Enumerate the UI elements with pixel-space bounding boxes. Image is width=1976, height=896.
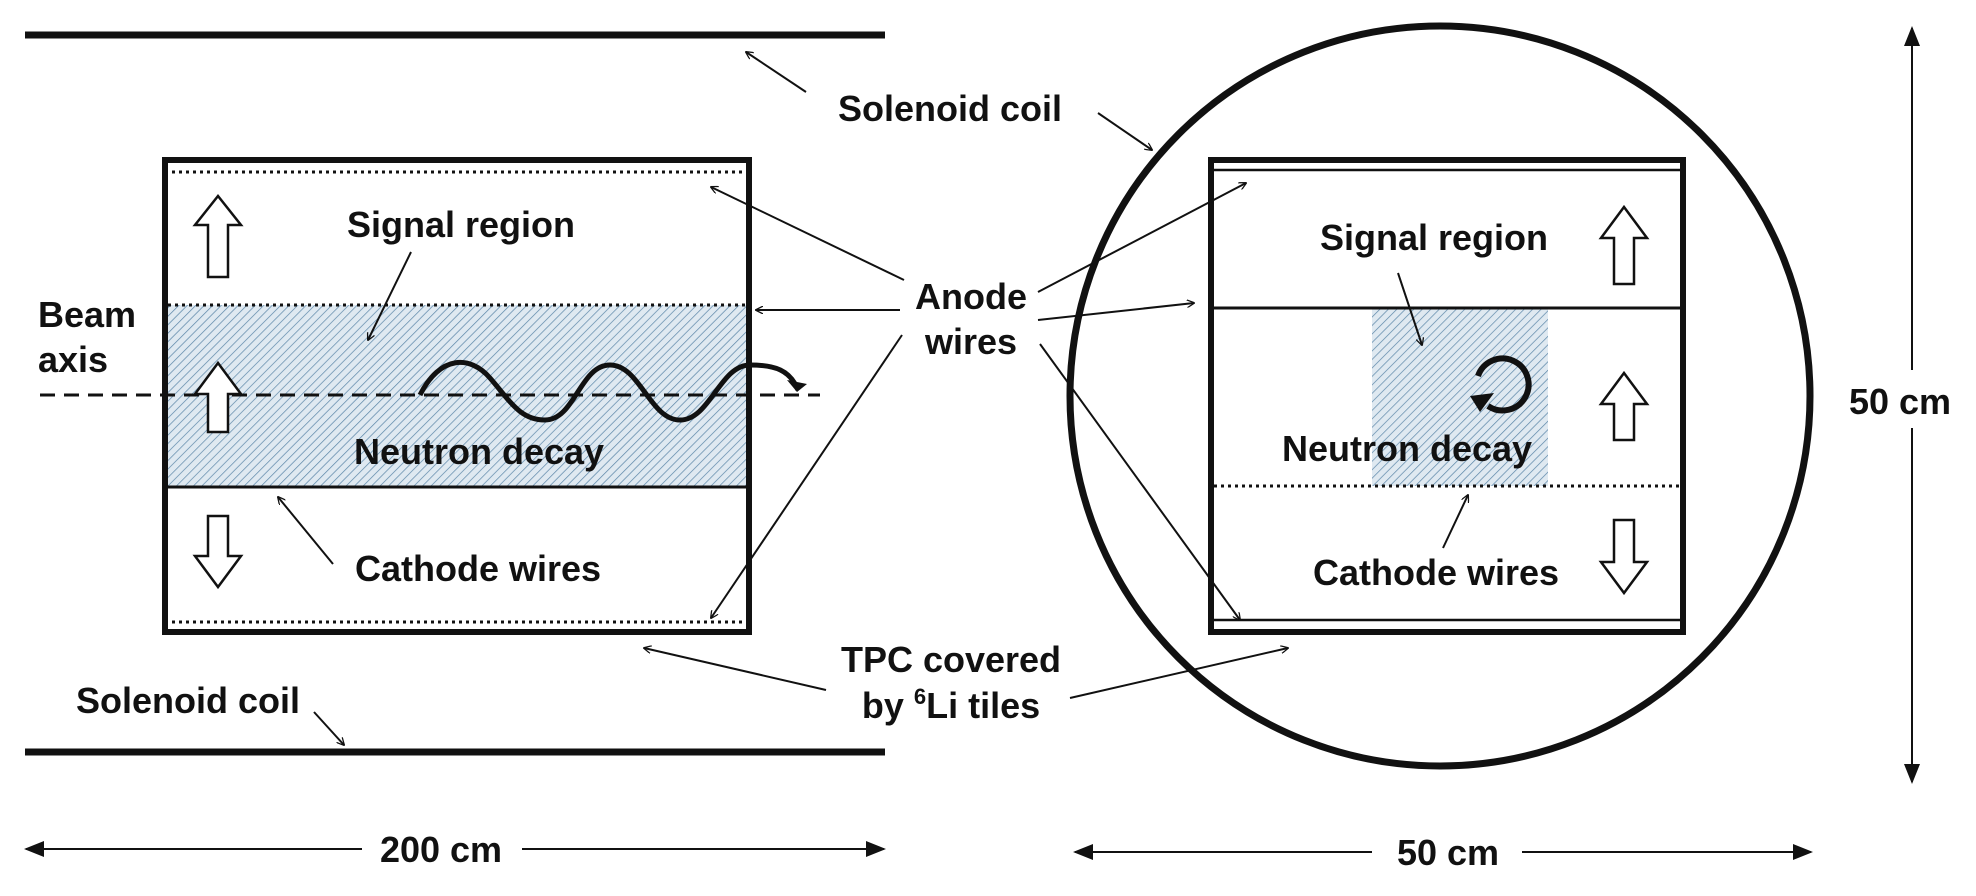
neutron-circular-path: [1475, 355, 1532, 414]
drift-up-arrow-icon: [192, 193, 244, 279]
dimension-50cm-vertical-label: 50 cm: [1849, 381, 1951, 422]
beam-axis-label-line2: axis: [38, 339, 108, 380]
circular-direction-arrow-icon: [1470, 393, 1494, 412]
tpc-label-line2: by 6Li tiles: [862, 684, 1040, 726]
neutron-direction-arrow-icon: [787, 380, 807, 392]
drift-up-arrow-icon: [1598, 370, 1650, 442]
solenoid-coil-label-top: Solenoid coil: [838, 88, 1062, 129]
pointer-anode-top-right: [1037, 183, 1246, 293]
tpc-end-view-box: [1208, 157, 1686, 635]
pointer-anode-bottom-right: [1039, 343, 1240, 620]
anode-wires-label-line2: wires: [924, 321, 1017, 362]
neutron-wave-path: [417, 359, 801, 423]
drift-up-arrow-icon: [1598, 204, 1650, 286]
drift-down-arrow-icon: [1598, 518, 1650, 596]
pointer-solenoid-top: [746, 52, 807, 93]
signal-region-label-left: Signal region: [347, 204, 575, 245]
solenoid-coil-label-bottom: Solenoid coil: [76, 680, 300, 721]
pointer-anode-mid-right: [1037, 303, 1194, 321]
tpc-label-prefix: by: [862, 685, 914, 726]
cathode-wires-label-right: Cathode wires: [1313, 552, 1559, 593]
cathode-wires-label-left: Cathode wires: [355, 548, 601, 589]
pointer-cathode-right: [1442, 495, 1468, 549]
tpc-label-superscript: 6: [914, 684, 926, 709]
anode-wires-label-line1: Anode: [915, 276, 1027, 317]
neutron-decay-label-left: Neutron decay: [354, 431, 604, 472]
pointer-solenoid-circle: [1097, 112, 1152, 150]
signal-region-label-right: Signal region: [1320, 217, 1548, 258]
tpc-label-line1: TPC covered: [841, 639, 1061, 680]
beam-axis-label-line1: Beam: [38, 294, 136, 335]
signal-region-hatch-right: [1372, 308, 1548, 486]
pointer-signal-right: [1397, 272, 1422, 345]
pointer-cathode-left: [278, 497, 334, 565]
pointer-solenoid-bottom: [313, 711, 344, 745]
dimension-50cm-horizontal-label: 50 cm: [1397, 832, 1499, 873]
tpc-label-suffix: Li tiles: [926, 685, 1040, 726]
drift-down-arrow-icon: [192, 514, 244, 590]
drift-up-arrow-icon: [192, 360, 244, 434]
pointer-tpc-left: [644, 648, 827, 691]
solenoid-coil-circle: [1066, 22, 1814, 770]
pointer-signal-left: [368, 251, 412, 340]
pointer-tpc-right: [1069, 648, 1288, 699]
neutron-decay-label-right: Neutron decay: [1282, 428, 1532, 469]
dimension-200cm-label: 200 cm: [380, 829, 502, 870]
pointer-anode-bottom-left: [711, 334, 903, 618]
pointer-anode-top-left: [711, 187, 905, 281]
